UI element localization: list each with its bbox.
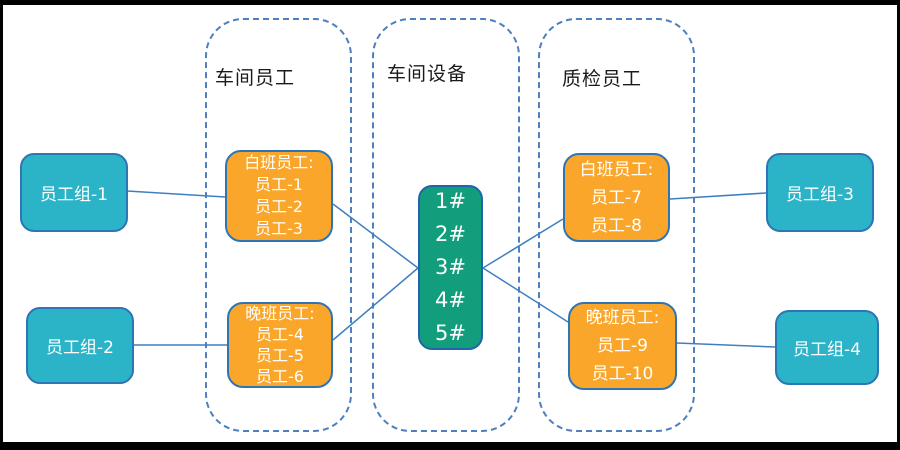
qc-night-shift-worker-10: 员工-10 — [591, 364, 654, 384]
workshop-day-shift-node: 白班员工: 员工-1 员工-2 员工-3 — [225, 150, 333, 242]
qc-workers-title: 质检员工 — [562, 68, 643, 90]
connector-group1-workshop-day — [126, 190, 226, 198]
qc-night-shift-heading: 晚班员工: — [585, 308, 660, 328]
qc-night-shift-node: 晚班员工: 员工-9 员工-10 — [568, 302, 677, 390]
employee-group-1-label: 员工组-1 — [40, 185, 108, 205]
workshop-workers-container — [205, 18, 352, 432]
employee-group-3-node: 员工组-3 — [766, 153, 874, 232]
workshop-night-shift-heading: 晚班员工: — [245, 304, 315, 323]
workshop-equipment-title: 车间设备 — [387, 63, 468, 85]
workshop-night-shift-worker-4: 员工-4 — [256, 325, 304, 344]
connector-workshop-day-equipment — [332, 203, 419, 269]
workshop-day-shift-worker-3: 员工-3 — [255, 219, 303, 238]
connector-qc-night-group4 — [676, 342, 776, 348]
qc-night-shift-worker-9: 员工-9 — [597, 336, 648, 356]
workshop-day-shift-heading: 白班员工: — [244, 153, 314, 172]
workshop-night-shift-node: 晚班员工: 员工-4 员工-5 员工-6 — [227, 302, 333, 388]
workshop-day-shift-worker-2: 员工-2 — [255, 197, 303, 216]
qc-day-shift-worker-7: 员工-7 — [591, 187, 642, 208]
workshop-equipment-container — [372, 18, 520, 432]
equipment-3: 3# — [435, 255, 466, 279]
employee-group-1-node: 员工组-1 — [20, 153, 128, 232]
equipment-4: 4# — [435, 288, 466, 312]
workshop-workers-title: 车间员工 — [215, 67, 296, 89]
employee-group-4-label: 员工组-4 — [793, 340, 861, 360]
equipment-2: 2# — [435, 222, 466, 246]
employee-group-4-node: 员工组-4 — [775, 310, 879, 385]
workshop-night-shift-worker-6: 员工-6 — [256, 367, 304, 386]
equipment-1: 1# — [435, 189, 466, 213]
employee-group-2-label: 员工组-2 — [46, 338, 114, 358]
connector-workshop-night-equipment — [332, 267, 419, 341]
employee-group-3-label: 员工组-3 — [786, 185, 854, 205]
qc-day-shift-node: 白班员工: 员工-7 员工-8 — [563, 153, 670, 242]
workshop-night-shift-worker-5: 员工-5 — [256, 346, 304, 365]
connector-qc-day-group3 — [669, 192, 767, 200]
connector-equipment-qc-night — [482, 267, 569, 323]
connector-equipment-qc-day — [482, 218, 564, 269]
qc-day-shift-heading: 白班员工: — [579, 159, 654, 180]
equipment-5: 5# — [435, 321, 466, 345]
workshop-day-shift-worker-1: 员工-1 — [255, 175, 303, 194]
qc-day-shift-worker-8: 员工-8 — [591, 215, 642, 236]
equipment-node: 1# 2# 3# 4# 5# — [418, 185, 483, 350]
employee-group-2-node: 员工组-2 — [26, 307, 134, 384]
qc-workers-container — [538, 18, 695, 432]
